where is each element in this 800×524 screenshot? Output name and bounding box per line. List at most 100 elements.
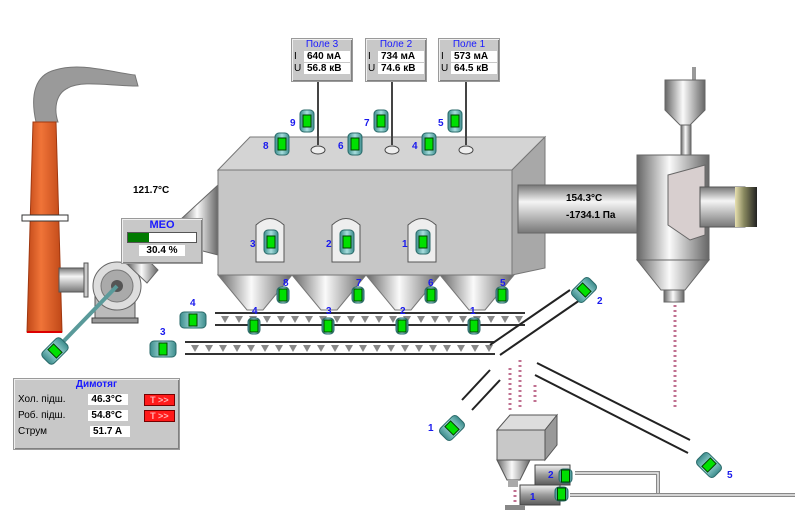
motor-status-indicator — [323, 319, 333, 333]
inclined-conveyor-1 — [461, 369, 501, 411]
screw-flight — [487, 316, 495, 323]
hopper — [364, 274, 442, 311]
fan-row-label: Роб. підш. — [18, 410, 66, 421]
screw-flight — [429, 345, 437, 352]
field-current: 734 мА — [378, 51, 424, 62]
motor-number: 7 — [356, 278, 362, 289]
temperature-alarm-button[interactable]: T >> — [143, 409, 175, 422]
field-current: 640 мА — [304, 51, 350, 62]
fan-row-label: Хол. підш. — [18, 394, 66, 405]
shaker-motor-6[interactable] — [347, 132, 363, 156]
fan-panel-title: Димотяг — [75, 379, 118, 390]
screw-flight — [221, 316, 229, 323]
motor-status-indicator — [497, 288, 507, 302]
shaker-motor-5[interactable] — [447, 109, 463, 133]
meo-value: 30.4 % — [139, 245, 185, 256]
conveyor-motor-3[interactable] — [149, 340, 177, 358]
motor-status-indicator — [266, 235, 276, 249]
meo-bar-fill — [128, 233, 149, 242]
pump-motor-1[interactable] — [554, 486, 569, 502]
incline-motor-2[interactable] — [570, 276, 598, 304]
screw-flight — [331, 345, 339, 352]
incline-motor-5[interactable] — [695, 451, 723, 479]
cyclone-unit — [635, 67, 757, 303]
side-shaker-motor-2[interactable] — [339, 229, 355, 255]
hopper — [290, 274, 368, 311]
motor-status-indicator — [450, 114, 460, 128]
screw-flight — [345, 345, 353, 352]
meo-panel[interactable]: МЕО 30.4 % — [121, 218, 203, 264]
upper-valve-8[interactable] — [276, 286, 290, 304]
motor-number: 1 — [402, 239, 408, 250]
field-title: Поле 3 — [305, 39, 339, 50]
motor-number: 5 — [727, 470, 733, 481]
chimney — [21, 121, 69, 333]
insulator-icon — [458, 145, 474, 155]
motor-status-indicator — [424, 137, 434, 151]
screw-flight — [401, 345, 409, 352]
temperature-alarm-button[interactable]: T >> — [143, 393, 175, 406]
motor-status-indicator — [277, 137, 287, 151]
upper-valve-6[interactable] — [424, 286, 438, 304]
motor-number: 1 — [470, 306, 476, 317]
hopper-valve-1[interactable] — [467, 317, 481, 335]
shaker-motor-8[interactable] — [274, 132, 290, 156]
voltage-label: U — [368, 63, 376, 74]
upper-valve-5[interactable] — [495, 286, 509, 304]
screw-flight — [263, 316, 271, 323]
hopper — [216, 274, 294, 311]
field-title: Поле 2 — [379, 39, 413, 50]
screw-flight — [359, 345, 367, 352]
shaker-motor-7[interactable] — [373, 109, 389, 133]
screw-flight — [333, 316, 341, 323]
inclined-conveyor-5 — [534, 362, 691, 454]
motor-number: 4 — [252, 306, 258, 317]
screw-flight — [389, 316, 397, 323]
side-shaker-motor-1[interactable] — [415, 229, 431, 255]
shaker-motor-9[interactable] — [299, 109, 315, 133]
screw-flight — [515, 316, 523, 323]
screw-flight — [443, 345, 451, 352]
fan-motor[interactable] — [40, 336, 70, 366]
motor-number: 6 — [338, 141, 344, 152]
fan-row-value: 51.7 A — [90, 426, 130, 437]
hopper-valve-3[interactable] — [321, 317, 335, 335]
chimney-duct — [58, 267, 86, 293]
motor-status-indicator — [397, 319, 407, 333]
motor-status-indicator — [576, 282, 592, 298]
hopper-valve-2[interactable] — [395, 317, 409, 335]
motor-number: 4 — [412, 141, 418, 152]
side-shaker-motor-3[interactable] — [263, 229, 279, 255]
screw-flight — [501, 316, 509, 323]
screw-flight — [219, 345, 227, 352]
shaker-motor-4[interactable] — [421, 132, 437, 156]
conveyor-motor-4[interactable] — [179, 311, 207, 329]
motor-number: 1 — [530, 492, 536, 503]
hopper — [438, 274, 516, 311]
voltage-label: U — [294, 63, 302, 74]
current-label: I — [294, 51, 297, 62]
incline-motor-1[interactable] — [438, 414, 466, 442]
motor-status-indicator — [47, 343, 63, 359]
field-title: Поле 1 — [452, 39, 486, 50]
screw-flight — [417, 316, 425, 323]
voltage-label: U — [441, 63, 449, 74]
motor-number: 9 — [290, 118, 296, 129]
screw-flight — [289, 345, 297, 352]
motor-number: 3 — [250, 239, 256, 250]
screw-flight — [247, 345, 255, 352]
motor-status-indicator — [158, 342, 168, 356]
hopper-valve-4[interactable] — [247, 317, 261, 335]
upper-valve-7[interactable] — [351, 286, 365, 304]
screw-flight — [361, 316, 369, 323]
screw-flight — [373, 345, 381, 352]
outlet-pressure: -1734.1 Па — [566, 210, 616, 221]
inlet-temperature: 121.7°C — [133, 185, 170, 196]
pump-motor-2[interactable] — [558, 468, 573, 484]
